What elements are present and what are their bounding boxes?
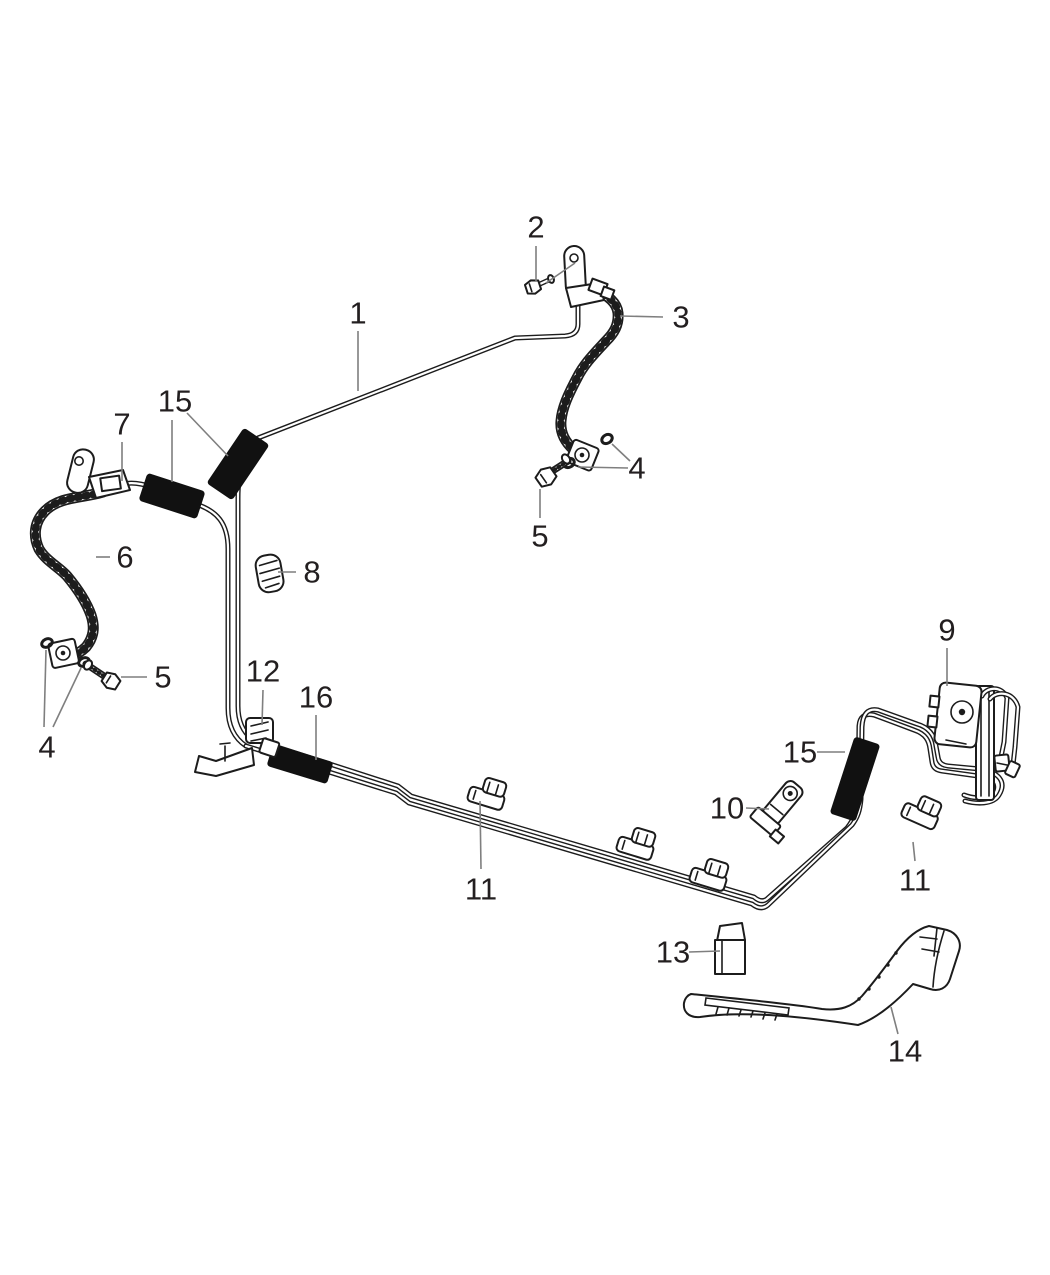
tube-end-assembly [975, 685, 1021, 801]
callout-11-12: 11 [464, 871, 498, 907]
leader-line-3 [619, 315, 664, 318]
leader-line-10 [745, 807, 770, 810]
sleeve-15-middle [207, 428, 269, 500]
retainer-13 [714, 922, 746, 975]
banjo-bolt-5-right [534, 453, 572, 488]
banjo-bolt-5-left [82, 659, 122, 691]
brake-tube-bundle [246, 710, 1002, 908]
callout-6-5: 6 [116, 539, 134, 575]
callout-16-19: 16 [298, 679, 334, 715]
callout-1-0: 1 [349, 295, 367, 331]
leader-line-11 [479, 800, 482, 870]
brake-tube-left [110, 483, 246, 746]
clip-9 [926, 681, 983, 749]
callout-8-7: 8 [303, 554, 321, 590]
sleeve-15-right [830, 737, 880, 821]
banjo-fitting-left [47, 637, 80, 669]
leader-line-12 [261, 689, 264, 726]
callout-2-1: 2 [527, 209, 545, 245]
callout-13-15: 13 [655, 934, 691, 970]
junction-bracket-12 [194, 717, 281, 777]
leader-line-13 [688, 950, 721, 953]
callout-12-14: 12 [245, 653, 281, 689]
callout-5-4: 5 [154, 659, 172, 695]
flex-hose-right-3 [561, 291, 618, 450]
callout-14-16: 14 [887, 1033, 923, 1069]
sleeve-15-left [139, 473, 205, 519]
flex-hose-left-6 [35, 492, 103, 658]
tube-clip-11-b [614, 822, 660, 862]
callout-4-8: 4 [628, 450, 646, 486]
leader-line-11 [912, 841, 916, 862]
leader-line-2 [545, 262, 576, 284]
brake-tube-1 [238, 294, 578, 739]
heat-shield-14 [682, 925, 961, 1026]
callout-7-6: 7 [113, 406, 131, 442]
clip-8 [254, 553, 285, 594]
tube-clip-11-d [899, 789, 946, 832]
callout-11-13: 11 [898, 862, 932, 898]
leader-line-14 [890, 1006, 899, 1035]
leader-line-4 [43, 649, 47, 728]
screw-2 [523, 274, 555, 295]
callout-9-10: 9 [938, 612, 956, 648]
callout-10-11: 10 [709, 790, 745, 826]
leader-line-4 [611, 443, 631, 462]
leader-lines [43, 246, 948, 1035]
tube-clip-11-a [465, 772, 511, 812]
washer-4-left-a [40, 637, 54, 649]
callout-15-18: 15 [782, 734, 818, 770]
bracket-top [563, 245, 616, 308]
leader-line-4 [577, 466, 629, 469]
callout-4-3: 4 [38, 729, 56, 765]
washer-4-right-a [600, 432, 614, 446]
bracket-left [66, 448, 131, 499]
callout-3-2: 3 [672, 299, 690, 335]
valve-10 [749, 780, 804, 845]
callout-15-17: 15 [157, 383, 193, 419]
leader-line-15 [186, 412, 229, 457]
callout-5-9: 5 [531, 518, 549, 554]
leader-line-4 [52, 667, 82, 728]
